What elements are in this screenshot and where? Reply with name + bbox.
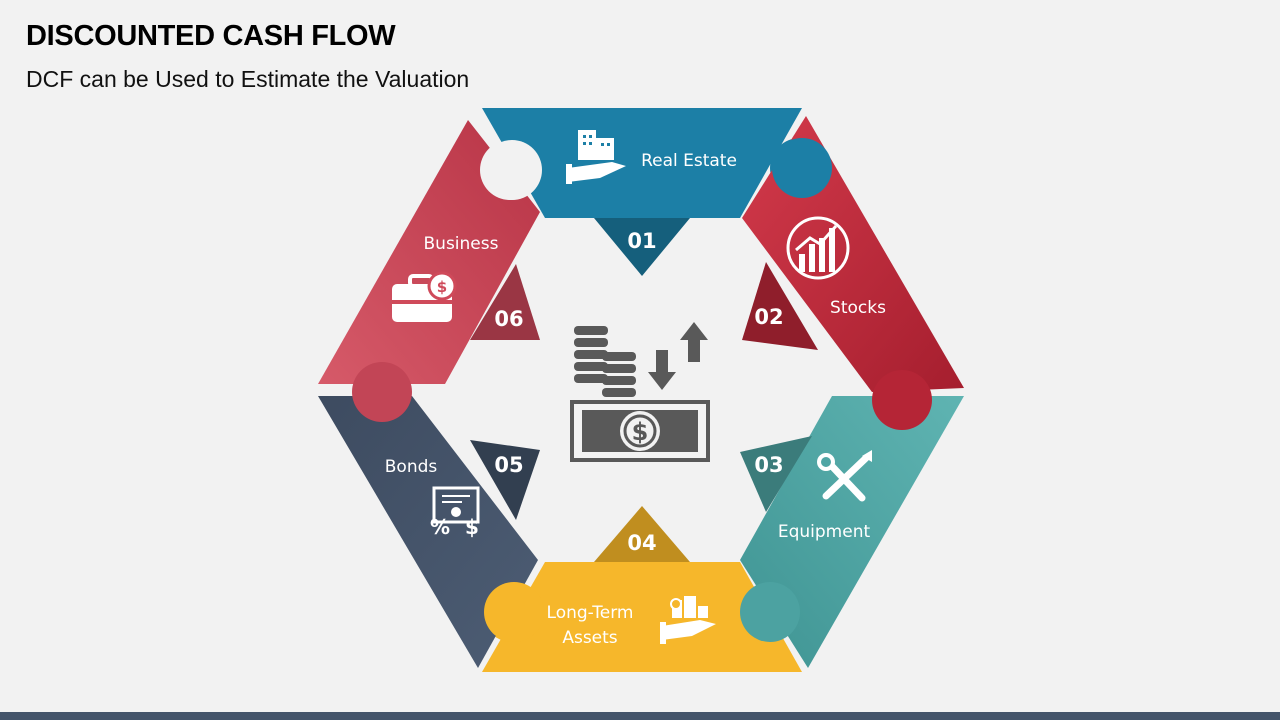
stocks-chart-icon [786, 216, 850, 280]
footer-bar [0, 712, 1280, 720]
tools-icon [817, 450, 872, 502]
segment-business: 06 Business $ [318, 120, 540, 384]
slide-subtitle: DCF can be Used to Estimate the Valuatio… [26, 66, 470, 92]
puzzle-notch [482, 140, 542, 200]
tab-01 [594, 218, 690, 276]
tab-02 [742, 262, 818, 350]
svg-text:$: $ [465, 515, 479, 539]
tab-03 [740, 436, 812, 512]
segment-number-02: 02 [754, 305, 783, 329]
tab-06 [470, 264, 540, 340]
segment-bonds: 05 Bonds % $ [318, 362, 544, 668]
segment-stocks: 02 Stocks [742, 116, 964, 392]
segment-label-long-term: Long-Term [547, 603, 634, 623]
svg-text:$: $ [437, 278, 447, 296]
segment-number-03: 03 [754, 453, 783, 477]
tab-04 [594, 506, 690, 562]
segment-label-real-estate: Real Estate [641, 151, 737, 171]
svg-text:$: $ [632, 418, 649, 446]
svg-text:%: % [430, 515, 450, 539]
segment-label-assets: Assets [562, 628, 617, 648]
segment-number-04: 04 [627, 531, 656, 555]
briefcase-dollar-icon: $ [392, 271, 457, 322]
segment-number-05: 05 [494, 453, 523, 477]
segment-label-stocks: Stocks [830, 298, 886, 318]
segment-label-business: Business [424, 234, 499, 254]
segment-label-bonds: Bonds [385, 457, 438, 477]
bond-certificate-icon: % $ [430, 486, 480, 539]
real-estate-icon [566, 130, 626, 184]
tab-05 [470, 440, 540, 520]
cash-flow-money-icon: $ [570, 322, 710, 462]
asset-hand-icon [660, 596, 716, 644]
segment-number-01: 01 [627, 229, 656, 253]
slide-title: DISCOUNTED CASH FLOW [26, 20, 396, 52]
segment-label-equipment: Equipment [778, 522, 871, 542]
segment-number-06: 06 [494, 307, 523, 331]
